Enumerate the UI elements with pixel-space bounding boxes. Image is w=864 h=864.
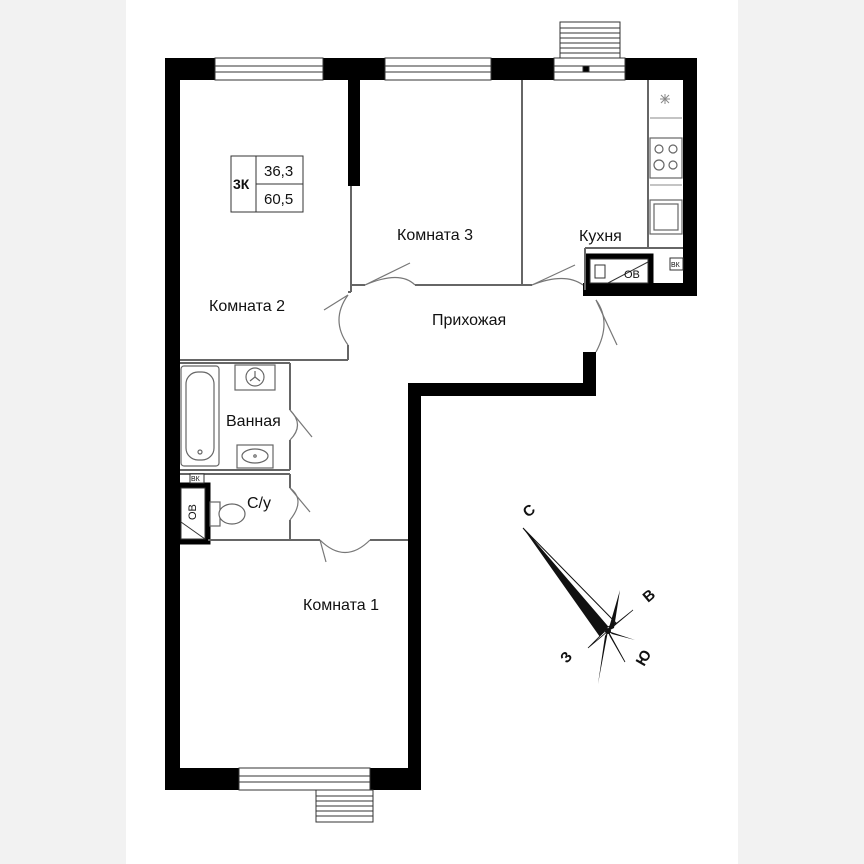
vk-box-bath: ВК <box>189 473 205 484</box>
ventilation-icon <box>660 94 670 104</box>
washing-machine-icon <box>234 364 276 391</box>
room-label-room1: Комната 1 <box>303 597 379 614</box>
vk-label-bath: ВК <box>191 476 201 483</box>
compass-rose-icon: С В Ю З <box>520 501 659 684</box>
doors <box>289 262 618 563</box>
windows <box>214 57 626 791</box>
total-area: 60,5 <box>264 191 293 208</box>
area-badge: 3К 36,3 60,5 <box>230 155 304 213</box>
hob-icon <box>649 137 683 179</box>
ov-label-kitchen: ОВ <box>624 269 640 281</box>
bathroom-sink-icon <box>236 444 274 469</box>
room-label-wc: С/у <box>247 495 271 512</box>
room-label-hallway: Прихожая <box>432 312 506 329</box>
room-label-room3: Комната 3 <box>397 227 473 244</box>
kitchen-small-box <box>594 264 606 279</box>
apartment-type: 3К <box>233 176 250 192</box>
living-area: 36,3 <box>264 163 293 180</box>
balcony-bottom <box>315 789 374 823</box>
room-label-room2: Комната 2 <box>209 298 285 315</box>
partitions <box>180 80 683 541</box>
balcony-top <box>559 21 621 73</box>
room-label-bathroom: Ванная <box>226 413 281 430</box>
compass-east: В <box>640 586 659 606</box>
plan-sheet <box>126 0 738 864</box>
bathtub-icon <box>180 365 220 467</box>
ov-box-wc: ОВ <box>180 487 206 540</box>
compass-south: Ю <box>633 647 655 669</box>
ov-label-wc: ОВ <box>187 504 199 520</box>
outer-walls <box>165 58 697 790</box>
compass-west: З <box>557 648 576 666</box>
kitchen-counter <box>650 117 682 186</box>
kitchen-sink-icon <box>649 199 683 235</box>
room-label-kitchen: Кухня <box>579 228 622 245</box>
toilet-icon <box>209 501 246 527</box>
compass-north: С <box>520 501 539 521</box>
vk-label-kitchen: ВК <box>671 262 681 269</box>
